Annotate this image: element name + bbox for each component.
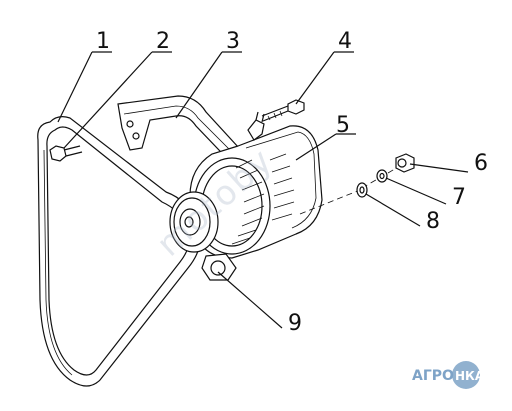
callout-9: 9 xyxy=(288,311,302,336)
callout-5: 5 xyxy=(336,113,350,138)
logo-left-text: АГРО xyxy=(412,368,454,384)
bolt-2 xyxy=(49,145,83,162)
drive-belt xyxy=(37,116,201,387)
logo-right-text: НКА xyxy=(455,369,485,383)
spring-washer-7 xyxy=(376,169,388,183)
leader-lines xyxy=(57,51,469,329)
washer-8 xyxy=(356,182,368,198)
callout-6: 6 xyxy=(474,151,488,176)
callout-4: 4 xyxy=(338,29,352,54)
callout-2: 2 xyxy=(156,29,170,54)
bolt-4 xyxy=(261,99,305,122)
callout-7: 7 xyxy=(452,185,466,210)
pulley xyxy=(169,191,219,253)
assembly-axis xyxy=(299,189,361,215)
nut-6 xyxy=(395,153,415,173)
callout-1: 1 xyxy=(96,29,110,54)
callout-8: 8 xyxy=(426,209,440,234)
callout-3: 3 xyxy=(226,29,240,54)
brand-logo: АГРО НКА xyxy=(412,361,485,389)
